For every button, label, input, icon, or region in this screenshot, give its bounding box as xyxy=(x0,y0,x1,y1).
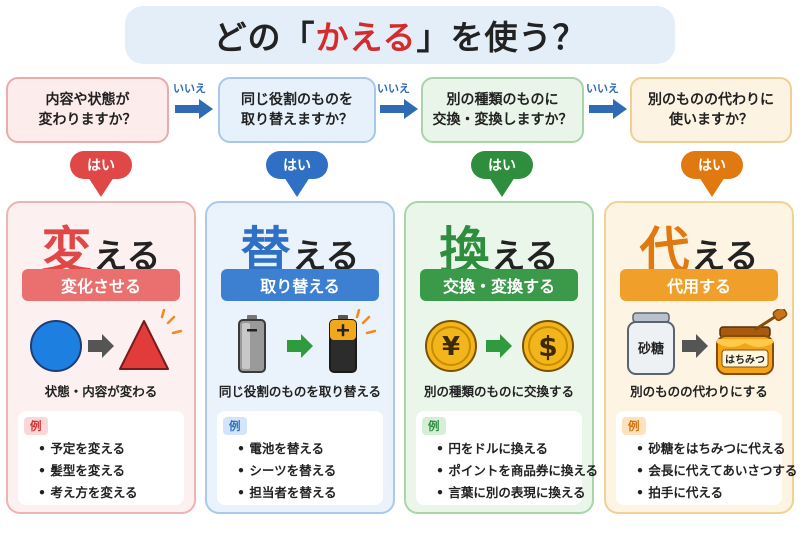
meaning-banner: 取り替える xyxy=(221,269,379,301)
down-arrow-icon xyxy=(699,177,725,197)
yes-label-2: はい xyxy=(266,151,328,179)
card-kaeru-change: 変える 変化させる 状態・内容が変わる 例 予定を変える 髪型を変える 考え方を… xyxy=(6,201,196,514)
examples-box: 例 電池を替える シーツを替える 担当者を替える xyxy=(217,411,383,505)
yes-label-3: はい xyxy=(471,151,533,179)
card-description: 状態・内容が変わる xyxy=(44,384,158,399)
example-item: 担当者を替える xyxy=(237,482,336,504)
title-pre: どの「 xyxy=(213,18,316,57)
no-label-3: いいえ xyxy=(586,82,619,95)
example-tag: 例 xyxy=(422,417,446,435)
right-arrow-icon xyxy=(380,99,418,119)
yes-label-1: はい xyxy=(70,151,132,179)
yes-connector-4: はい xyxy=(681,151,743,201)
question-2: 同じ役割のものを取り替えますか？ xyxy=(218,77,376,143)
yen-symbol: ¥ xyxy=(442,332,460,362)
down-arrow-icon xyxy=(88,177,114,197)
question-1: 内容や状態が変わりますか？ xyxy=(6,77,169,143)
card-description: 別のものの代わりにする xyxy=(630,384,768,399)
title-highlight: かえる xyxy=(315,18,417,57)
no-label-1: いいえ xyxy=(173,82,206,95)
example-item: 考え方を変える xyxy=(38,482,137,504)
example-item: 言葉に別の表現に換える xyxy=(436,482,598,504)
battery-replace-illustration xyxy=(238,309,377,373)
title-post: 」を使う？ xyxy=(416,18,587,57)
example-item: 砂糖をはちみつに代える xyxy=(636,438,797,460)
question-1-line2: 変わりますか？ xyxy=(38,112,137,128)
question-4-line2: 使いますか？ xyxy=(669,112,753,128)
meaning-banner: 交換・変換する xyxy=(420,269,578,301)
page-title: どの「かえる」を使う？ xyxy=(125,6,675,64)
yen-to-dollar-illustration: ¥ $ xyxy=(425,320,574,372)
examples-box: 例 砂糖をはちみつに代える 会長に代えてあいさつする 拍手に代える xyxy=(616,411,797,505)
dollar-symbol: $ xyxy=(538,330,557,363)
example-item: 髪型を変える xyxy=(38,460,137,482)
example-item: ポイントを商品券に換える xyxy=(436,460,598,482)
yes-label-4: はい xyxy=(681,151,743,179)
examples-box: 例 円をドルに換える ポイントを商品券に換える 言葉に別の表現に換える xyxy=(416,411,598,505)
examples-box: 例 予定を変える 髪型を変える 考え方を変える xyxy=(18,411,184,505)
question-4-line1: 別のものの代わりに xyxy=(648,91,774,108)
down-arrow-icon xyxy=(284,177,310,197)
honey-jar-label: はちみつ xyxy=(725,354,765,366)
example-item: 電池を替える xyxy=(237,438,336,460)
question-3: 別の種類のものに交換・変換しますか？ xyxy=(421,77,584,143)
right-arrow-icon xyxy=(175,99,213,119)
example-item: 拍手に代える xyxy=(636,482,797,504)
card-kaeru-substitute: 代える 代用する 砂糖 はちみつ 別のものの代わりにする 例 砂糖をはちみつに代… xyxy=(604,201,797,514)
sugar-jar-label: 砂糖 xyxy=(637,341,664,357)
example-item: 円をドルに換える xyxy=(436,438,598,460)
example-tag: 例 xyxy=(622,417,646,435)
card-description: 同じ役割のものを取り替える xyxy=(218,384,382,399)
circle-to-triangle-illustration xyxy=(30,309,183,372)
meaning-banner: 代用する xyxy=(620,269,778,301)
example-tag: 例 xyxy=(223,417,247,435)
question-3-line1: 別の種類のものに xyxy=(446,91,559,108)
yes-connector-3: はい xyxy=(471,151,533,201)
card-kaeru-replace: 替える 取り替える 同じ役割のものを取り替える 例 電池を替える シーツを替える… xyxy=(205,201,395,514)
down-arrow-icon xyxy=(489,177,515,197)
right-arrow-icon xyxy=(589,99,627,119)
card-kaeru-exchange: 換える 交換・変換する ¥ $ 別の種類のものに交換する 例 円をドルに換える … xyxy=(404,201,598,514)
card-description: 別の種類のものに交換する xyxy=(423,384,574,399)
meaning-banner: 変化させる xyxy=(22,269,180,301)
example-tag: 例 xyxy=(24,417,48,435)
question-2-line2: 取り替えますか？ xyxy=(241,112,353,128)
question-2-line1: 同じ役割のものを xyxy=(241,91,353,108)
example-item: 予定を変える xyxy=(38,438,137,460)
no-label-2: いいえ xyxy=(377,82,410,95)
yes-connector-1: はい xyxy=(70,151,132,201)
question-3-line2: 交換・変換しますか？ xyxy=(432,112,573,128)
question-1-line1: 内容や状態が xyxy=(45,91,130,108)
question-4: 別のものの代わりに使いますか？ xyxy=(630,77,792,143)
yes-connector-2: はい xyxy=(266,151,328,201)
sugar-to-honey-illustration: 砂糖 はちみつ xyxy=(627,309,788,375)
example-item: 会長に代えてあいさつする xyxy=(636,460,797,482)
example-item: シーツを替える xyxy=(237,460,336,482)
